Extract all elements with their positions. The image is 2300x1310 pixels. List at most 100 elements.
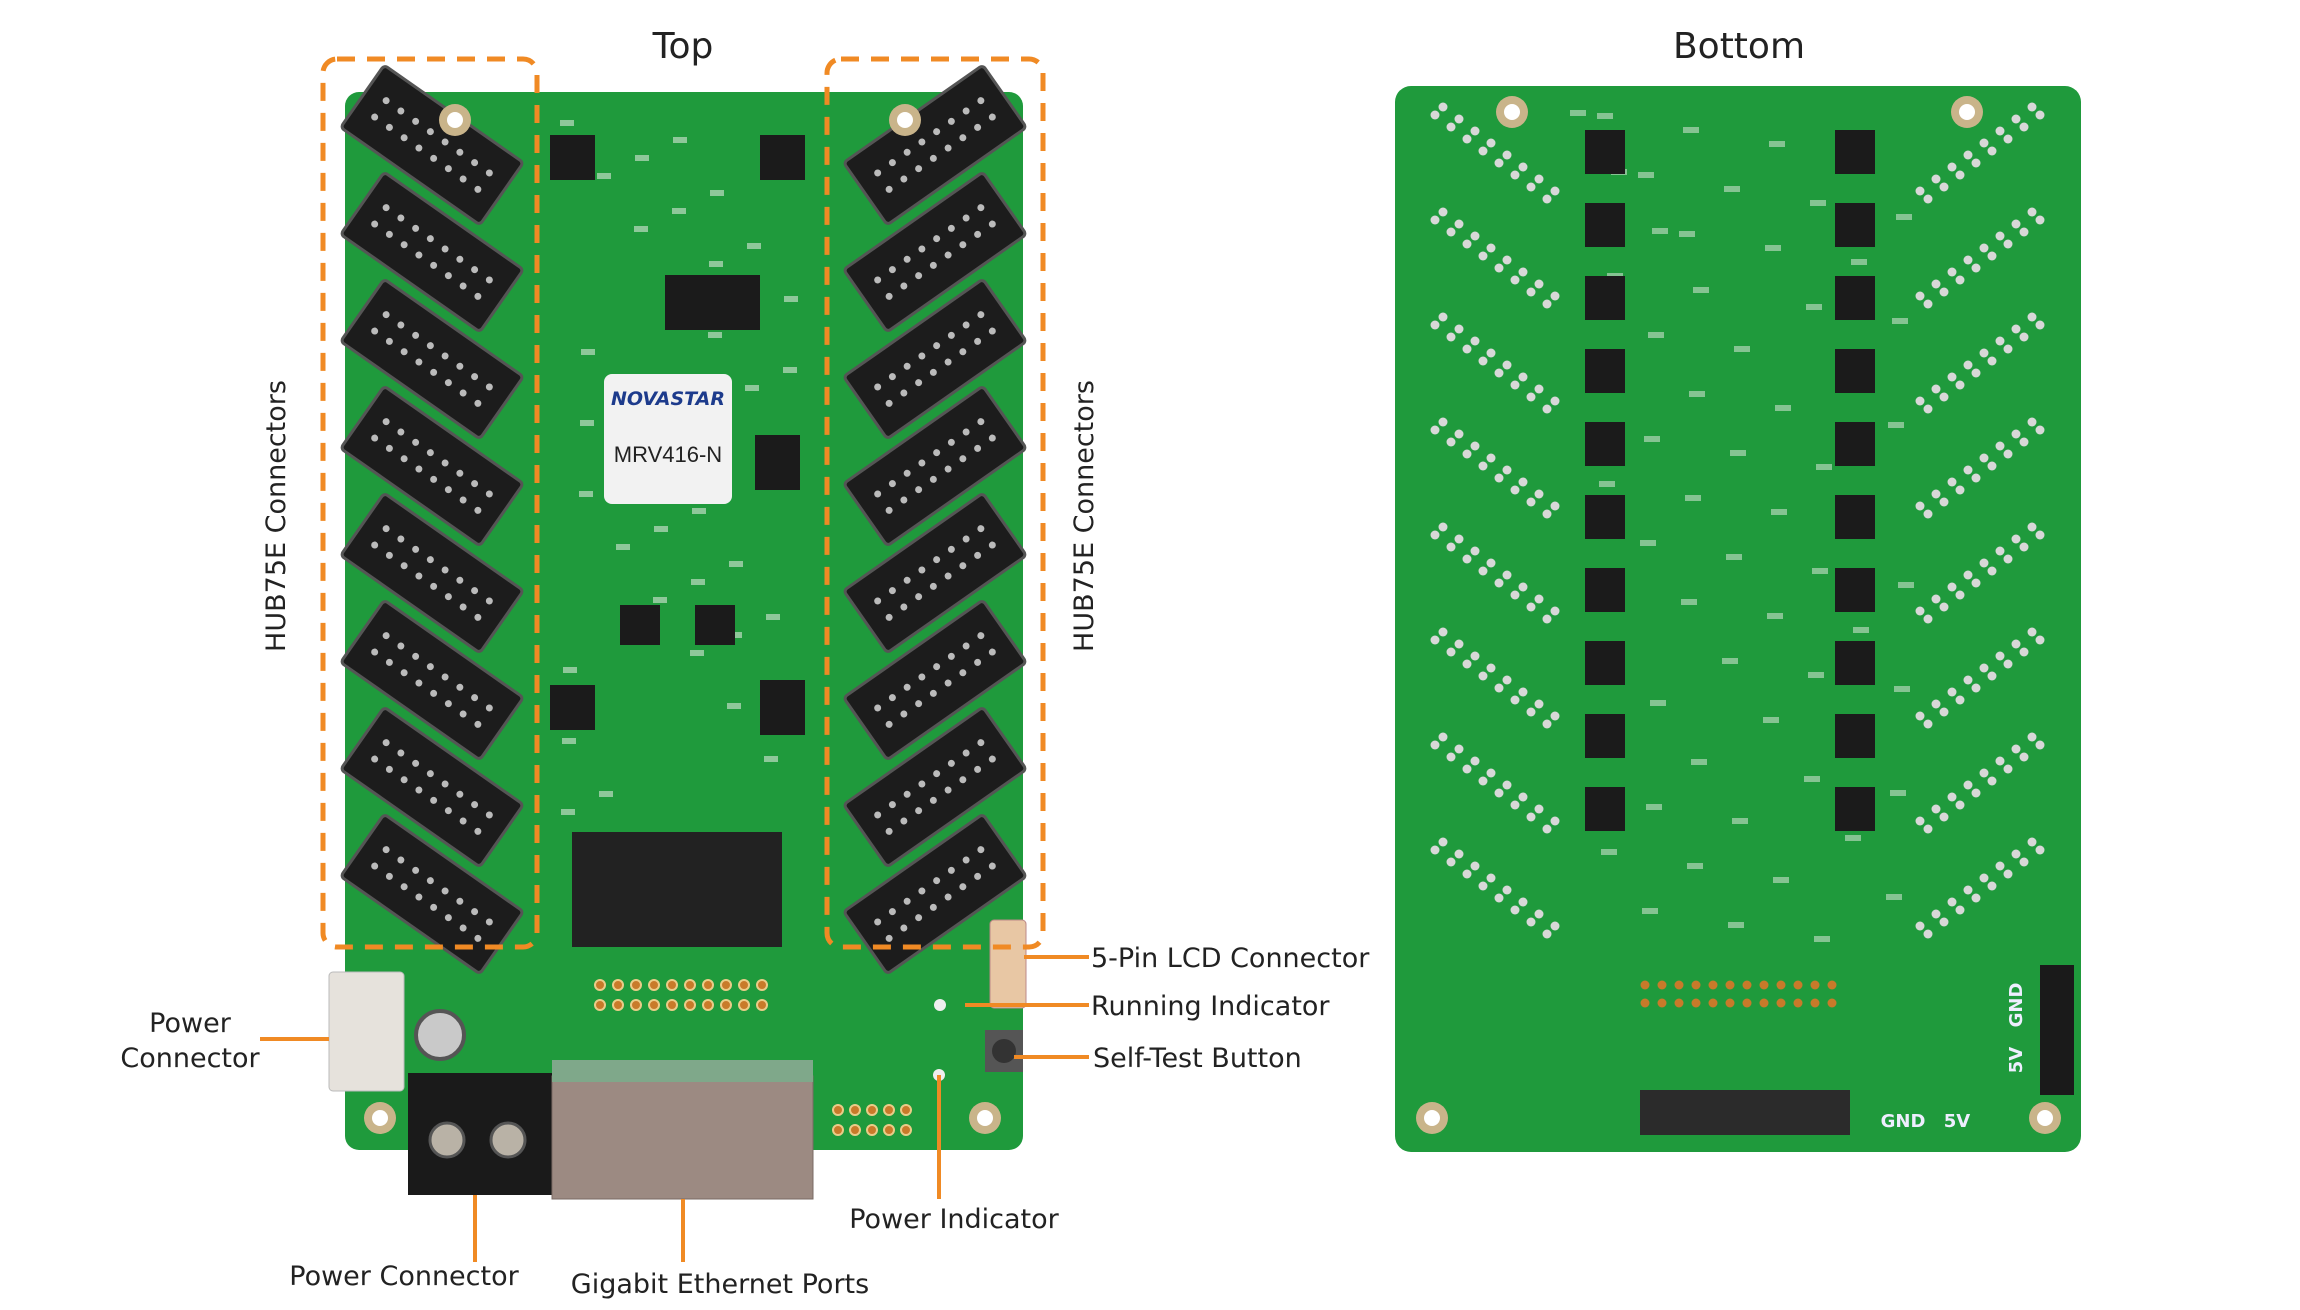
solder-joint	[1542, 929, 1552, 939]
smd-component	[1644, 436, 1660, 442]
connector-pin	[947, 331, 955, 339]
top-board: NOVASTAR MRV416-N	[328, 65, 1027, 1200]
solder-joint	[1526, 497, 1536, 507]
header-pin	[849, 1124, 861, 1136]
header-pad	[1725, 980, 1735, 990]
solder-joint	[2027, 522, 2037, 532]
smd-component	[1728, 922, 1744, 928]
solder-joint	[1494, 893, 1504, 903]
solder-joint	[1430, 215, 1440, 225]
connector-pin	[415, 572, 423, 580]
connector-pin	[456, 362, 464, 370]
connector-pin	[485, 597, 493, 605]
connector-pin	[400, 134, 408, 142]
connector-pin	[382, 311, 390, 319]
solder-joint	[2003, 134, 2013, 144]
solder-joint	[1550, 291, 1560, 301]
smd-component	[1638, 172, 1654, 178]
hub75e-connector	[843, 172, 1027, 332]
solder-joint	[1971, 893, 1981, 903]
connector-pin	[385, 658, 393, 666]
connector-pin	[977, 97, 985, 105]
chip	[695, 605, 735, 645]
connector-pin	[903, 469, 911, 477]
header-pin	[666, 979, 678, 991]
connector-pin	[874, 811, 882, 819]
connector-pin	[426, 128, 434, 136]
smd-component	[1769, 141, 1785, 147]
solder-joint	[1462, 869, 1472, 879]
solder-joint	[1454, 639, 1464, 649]
smd-component	[1812, 568, 1828, 574]
solder-joint	[1502, 780, 1512, 790]
connector-pin	[430, 154, 438, 162]
smd-component	[1689, 391, 1705, 397]
solder-joint	[1486, 558, 1496, 568]
solder-joint	[1478, 251, 1488, 261]
smd-component	[1650, 700, 1666, 706]
connector-pin	[962, 749, 970, 757]
lcd-connector-label: 5-Pin LCD Connector	[1091, 943, 1370, 974]
solder-joint	[1454, 114, 1464, 124]
connector-pin	[385, 123, 393, 131]
connector-pin	[385, 765, 393, 773]
solder-joint	[1446, 647, 1456, 657]
solder-joint	[1518, 687, 1528, 697]
connector-pin	[426, 449, 434, 457]
smd-component	[616, 544, 630, 550]
solder-joint	[1518, 897, 1528, 907]
connector-pin	[456, 790, 464, 798]
solder-joint	[1971, 158, 1981, 168]
solder-joint	[1979, 768, 1989, 778]
header-pad	[1708, 980, 1718, 990]
connector-pin	[382, 418, 390, 426]
connector-pin	[933, 449, 941, 457]
chip	[1835, 568, 1875, 612]
connector-pin	[412, 438, 420, 446]
connector-pin	[977, 739, 985, 747]
solder-joint	[1446, 857, 1456, 867]
connector-pin	[474, 720, 482, 728]
solder-joint	[1550, 606, 1560, 616]
smd-component	[673, 137, 687, 143]
header-pin	[900, 1124, 912, 1136]
solder-joint	[1486, 663, 1496, 673]
solder-joint	[1915, 711, 1925, 721]
connector-pin	[444, 807, 452, 815]
smd-component	[1898, 582, 1914, 588]
connector-pin	[959, 562, 967, 570]
smd-component	[560, 120, 574, 126]
solder-joint	[1438, 732, 1448, 742]
lcd-connector	[989, 919, 1027, 1009]
header-pin	[594, 999, 606, 1011]
hub75e-connector	[340, 279, 524, 439]
connector-pin	[371, 327, 379, 335]
header-pad	[1793, 998, 1803, 1008]
connector-pin	[430, 368, 438, 376]
smd-component	[1652, 228, 1668, 234]
solder-joint	[1947, 897, 1957, 907]
connector-pin	[974, 872, 982, 880]
smd-component	[1845, 835, 1861, 841]
solder-joint	[1446, 122, 1456, 132]
connector-pin	[918, 245, 926, 253]
solder-joint	[1987, 566, 1997, 576]
smd-component	[1767, 613, 1783, 619]
solder-joint	[1470, 441, 1480, 451]
solder-joint	[1955, 800, 1965, 810]
header-pad	[1776, 980, 1786, 990]
connector-pin	[888, 587, 896, 595]
solder-joint	[1462, 134, 1472, 144]
connector-pin	[430, 582, 438, 590]
solder-joint	[1438, 522, 1448, 532]
hub75e-connector	[340, 386, 524, 546]
connector-pin	[962, 428, 970, 436]
connector-pin	[918, 138, 926, 146]
hub75e-right-connectors	[843, 65, 1027, 974]
self-test-button-cap	[992, 1039, 1016, 1063]
solder-joint	[1518, 582, 1528, 592]
solder-joint	[1502, 465, 1512, 475]
solder-joint	[1430, 845, 1440, 855]
solder-joint	[2027, 417, 2037, 427]
